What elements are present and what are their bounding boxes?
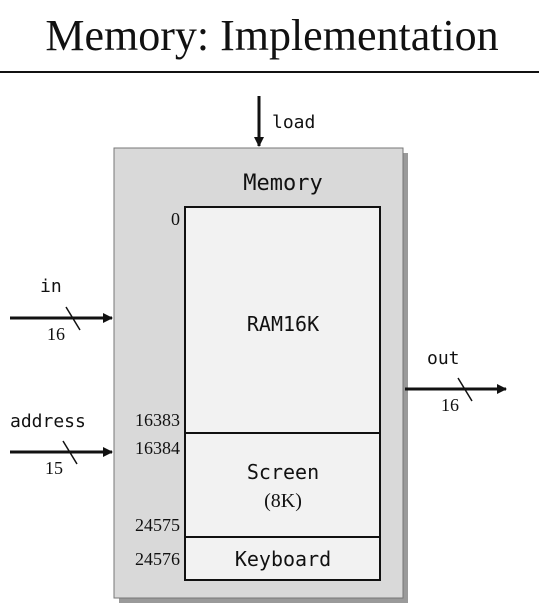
ram16k-label: RAM16K — [247, 312, 319, 336]
in-bus-slash — [65, 306, 81, 331]
title-underline — [0, 71, 539, 73]
page-title: Memory: Implementation — [45, 11, 499, 60]
memory-chip-label: Memory — [243, 171, 322, 196]
screen-size-label: (8K) — [264, 490, 302, 512]
address-ram-end: 16383 — [135, 410, 180, 430]
out-width-label: 16 — [441, 395, 459, 415]
address-label: address — [10, 411, 86, 432]
address-width-label: 15 — [45, 458, 63, 478]
load-label: load — [272, 112, 315, 133]
address-ram-start: 0 — [171, 209, 180, 229]
screen-block — [184, 432, 381, 538]
out-label: out — [427, 348, 460, 369]
address-screen-end: 24575 — [135, 515, 180, 535]
in-width-label: 16 — [47, 324, 65, 344]
keyboard-label: Keyboard — [235, 547, 331, 571]
address-screen-start: 16384 — [135, 438, 180, 458]
screen-label: Screen — [247, 460, 319, 484]
address-bus-slash — [62, 440, 78, 465]
out-bus-slash — [457, 377, 473, 402]
ram16k-block — [184, 206, 381, 434]
keyboard-block — [184, 536, 381, 581]
address-keyboard: 24576 — [135, 549, 180, 569]
in-label: in — [40, 276, 62, 297]
